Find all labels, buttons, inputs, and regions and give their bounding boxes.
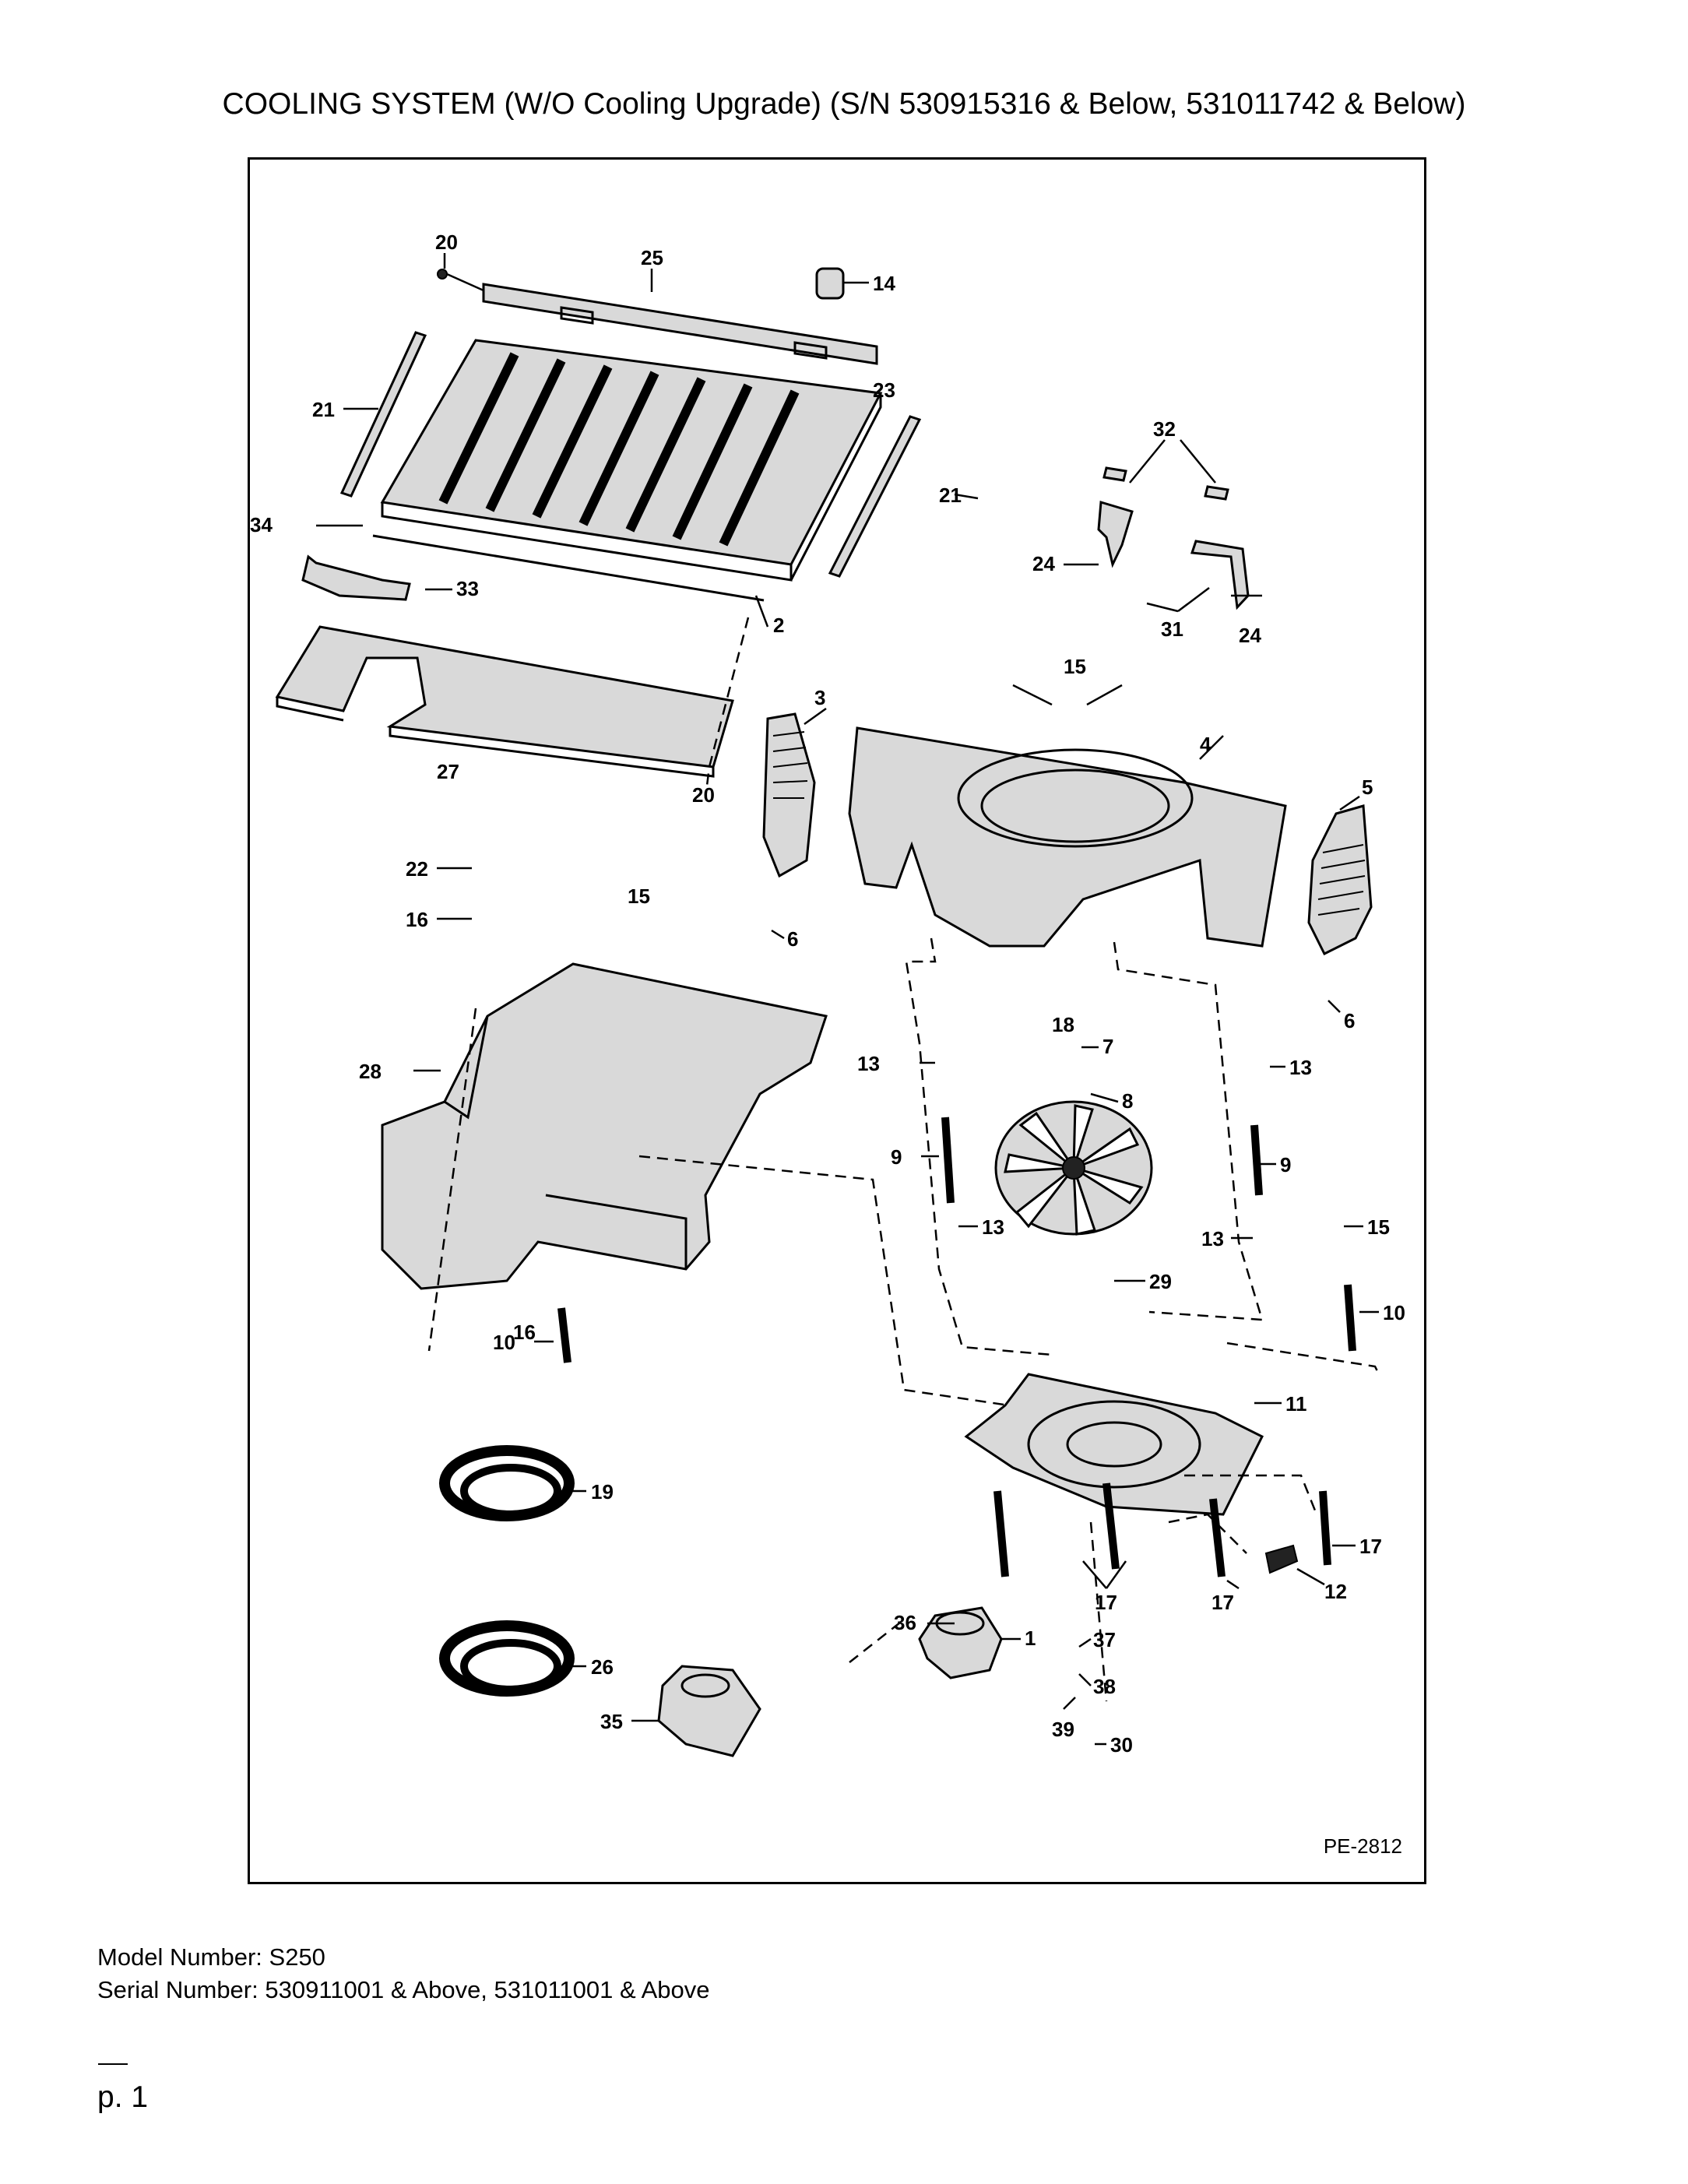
callout-13d: 13 bbox=[1201, 1227, 1224, 1250]
callout-15b: 15 bbox=[628, 885, 650, 908]
radiator-core bbox=[380, 339, 883, 582]
callout-3: 3 bbox=[814, 686, 825, 709]
callout-21b: 21 bbox=[939, 484, 962, 507]
studs bbox=[557, 1117, 1356, 1577]
top-bracket bbox=[437, 267, 878, 365]
callout-5: 5 bbox=[1362, 775, 1373, 799]
callout-21a: 21 bbox=[312, 398, 335, 421]
callout-9a: 9 bbox=[891, 1145, 902, 1169]
callout-31: 31 bbox=[1161, 617, 1183, 641]
baffle-plate bbox=[275, 625, 734, 778]
callout-26: 26 bbox=[591, 1655, 614, 1679]
page-title: COOLING SYSTEM (W/O Cooling Upgrade) (S/… bbox=[222, 87, 1466, 121]
callout-33: 33 bbox=[456, 577, 479, 600]
rubber-pad-12 bbox=[1264, 1544, 1299, 1574]
callout-17a: 17 bbox=[1359, 1535, 1382, 1558]
drawing-number: PE-2812 bbox=[1323, 1834, 1402, 1858]
callout-35: 35 bbox=[600, 1710, 623, 1733]
exploded-parts-diagram: 20 25 14 21 23 21 32 34 24 31 24 33 2 15… bbox=[248, 157, 1426, 1884]
callout-numbers: 20 25 14 21 23 21 32 34 24 31 24 33 2 15… bbox=[250, 230, 1405, 1757]
callout-1: 1 bbox=[1025, 1627, 1036, 1650]
diagram-drawing: 20 25 14 21 23 21 32 34 24 31 24 33 2 15… bbox=[250, 230, 1405, 1757]
callout-34: 34 bbox=[250, 513, 273, 536]
callout-4: 4 bbox=[1200, 733, 1211, 756]
cooling-fan bbox=[994, 1100, 1153, 1236]
callout-24a: 24 bbox=[1032, 552, 1055, 575]
callout-11: 11 bbox=[1285, 1392, 1307, 1416]
callout-24b: 24 bbox=[1239, 624, 1261, 647]
side-seals bbox=[339, 331, 922, 578]
callout-32: 32 bbox=[1153, 417, 1176, 441]
callout-25: 25 bbox=[641, 246, 663, 269]
callout-23: 23 bbox=[873, 378, 895, 402]
callout-39: 39 bbox=[1052, 1718, 1074, 1741]
callout-7: 7 bbox=[1102, 1035, 1113, 1058]
callout-20a: 20 bbox=[435, 230, 458, 254]
callout-17c: 17 bbox=[1211, 1591, 1234, 1614]
callout-10a: 10 bbox=[493, 1331, 515, 1354]
mount-brackets bbox=[1097, 466, 1250, 610]
model-number: Model Number: S250 bbox=[97, 1943, 325, 1971]
bracket-33 bbox=[301, 554, 411, 601]
callout-13b: 13 bbox=[1289, 1056, 1312, 1079]
callout-10b: 10 bbox=[1383, 1301, 1405, 1324]
callout-29: 29 bbox=[1149, 1270, 1172, 1293]
callout-18: 18 bbox=[1052, 1013, 1074, 1036]
callout-15c: 15 bbox=[1367, 1215, 1390, 1239]
serial-number: Serial Number: 530911001 & Above, 531011… bbox=[97, 1976, 710, 2003]
callout-27: 27 bbox=[437, 760, 459, 783]
hoses bbox=[439, 1445, 575, 1697]
page-rule bbox=[98, 2063, 128, 2065]
callout-14: 14 bbox=[873, 272, 895, 295]
callout-37: 37 bbox=[1093, 1628, 1116, 1651]
callout-9b: 9 bbox=[1280, 1153, 1291, 1176]
fan-motor-mount bbox=[964, 1373, 1264, 1516]
callout-28: 28 bbox=[359, 1060, 382, 1083]
callout-8: 8 bbox=[1122, 1089, 1133, 1113]
chassis-frame bbox=[381, 962, 828, 1290]
callout-19: 19 bbox=[591, 1480, 614, 1503]
fan-shroud bbox=[848, 726, 1287, 948]
callout-16b: 16 bbox=[513, 1321, 536, 1344]
callout-15a: 15 bbox=[1064, 655, 1086, 678]
callout-38: 38 bbox=[1093, 1675, 1116, 1698]
callout-2: 2 bbox=[773, 614, 784, 637]
callout-16a: 16 bbox=[406, 908, 428, 931]
callout-17b: 17 bbox=[1095, 1591, 1117, 1614]
callout-22: 22 bbox=[406, 857, 428, 881]
callout-13a: 13 bbox=[857, 1052, 880, 1075]
fan-motors bbox=[657, 1606, 1003, 1757]
callout-30: 30 bbox=[1110, 1733, 1133, 1757]
seal-strip bbox=[372, 534, 765, 602]
callout-20b: 20 bbox=[692, 783, 715, 807]
side-screens bbox=[762, 712, 1373, 956]
callout-13c: 13 bbox=[982, 1215, 1004, 1239]
page-number: p. 1 bbox=[97, 2080, 149, 2114]
callout-6a: 6 bbox=[787, 927, 798, 951]
assembly-lines bbox=[427, 617, 1380, 1702]
callout-12: 12 bbox=[1324, 1580, 1347, 1603]
callout-36: 36 bbox=[894, 1611, 916, 1634]
leader-lines bbox=[316, 253, 1379, 1746]
callout-6b: 6 bbox=[1344, 1009, 1355, 1032]
